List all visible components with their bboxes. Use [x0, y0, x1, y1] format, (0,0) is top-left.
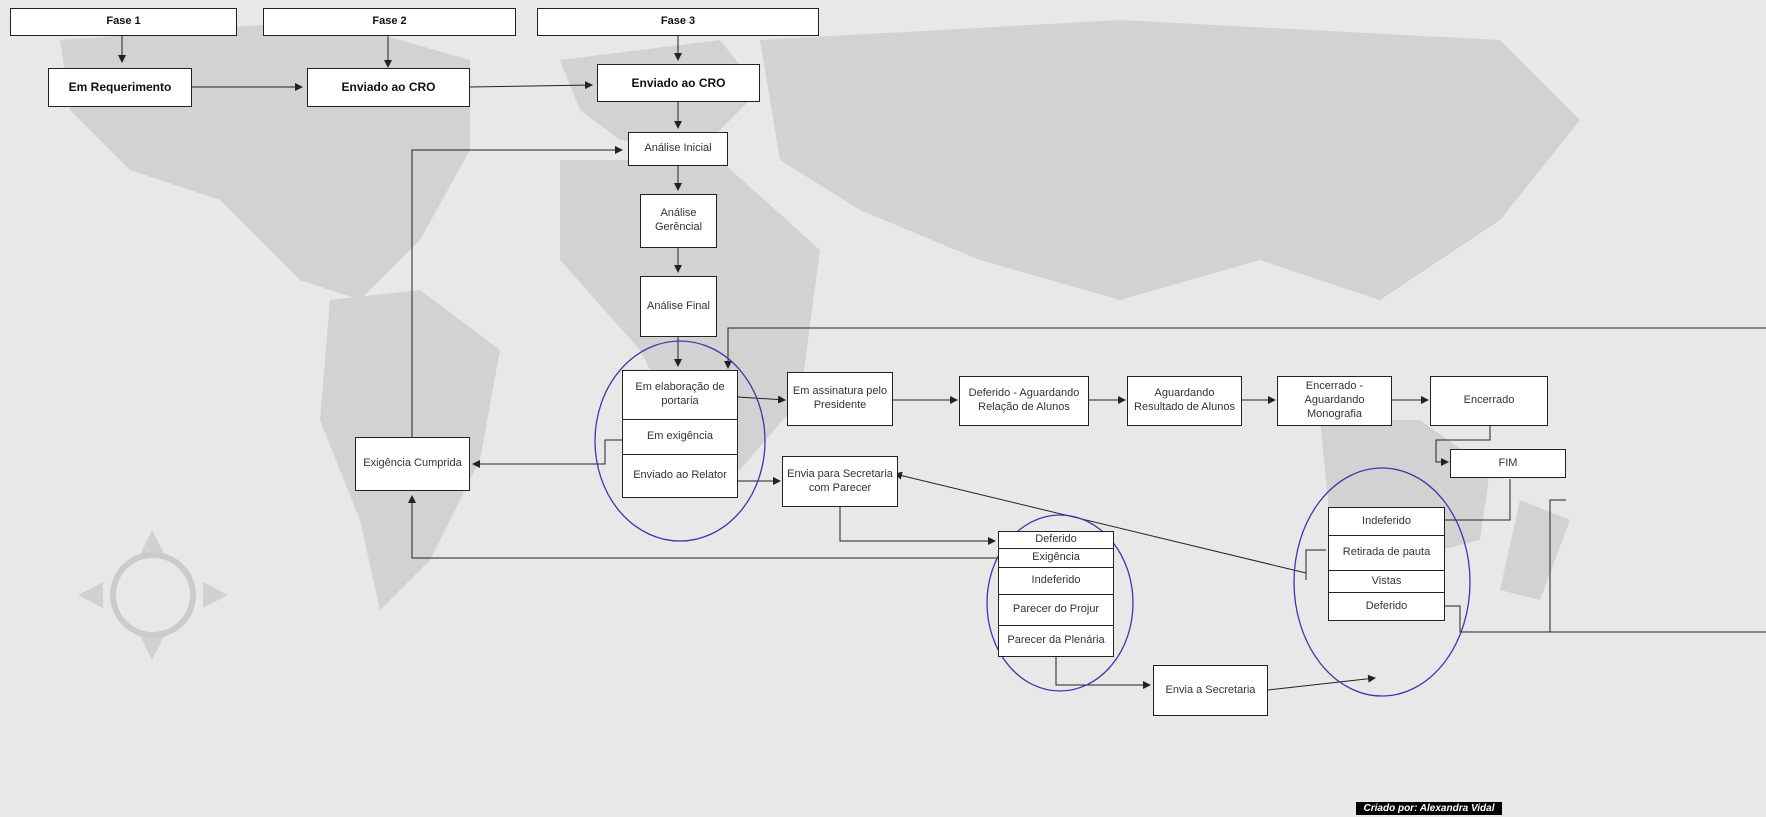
- node-analise-final: Análise Final: [640, 276, 717, 337]
- node-enviado-cro-2: Enviado ao CRO: [597, 64, 760, 102]
- node-deferido-b: Deferido: [1328, 592, 1445, 621]
- node-deferido-a: Deferido: [998, 531, 1114, 549]
- node-envia-secretaria-parecer: Envia para Secretaria com Parecer: [782, 456, 898, 507]
- node-encerrado-aguardando: Encerrado - Aguardando Monografia: [1277, 376, 1392, 426]
- author-credit: Criado por: Alexandra Vidal: [1356, 802, 1502, 815]
- node-enviado-cro-1: Enviado ao CRO: [307, 68, 470, 107]
- node-enviado-relator: Enviado ao Relator: [622, 454, 738, 498]
- node-indeferido-b: Indeferido: [1328, 507, 1445, 536]
- highlight-ellipses: [594, 340, 1471, 697]
- phase-3-header: Fase 3: [537, 8, 819, 36]
- node-em-exigencia: Em exigência: [622, 419, 738, 455]
- phase-1-header: Fase 1: [10, 8, 237, 36]
- node-aguardando-resultado: Aguardando Resultado de Alunos: [1127, 376, 1242, 426]
- node-analise-gerencial: Análise Gerêncial: [640, 194, 717, 248]
- node-exigencia: Exigência: [998, 548, 1114, 568]
- node-parecer-projur: Parecer do Projur: [998, 594, 1114, 626]
- node-em-requerimento: Em Requerimento: [48, 68, 192, 107]
- node-em-assinatura: Em assinatura pelo Presidente: [787, 372, 893, 426]
- node-envia-secretaria: Envia a Secretaria: [1153, 665, 1268, 716]
- phase-2-header: Fase 2: [263, 8, 516, 36]
- node-retirada-pauta: Retirada de pauta: [1328, 535, 1445, 571]
- node-em-elaboracao: Em elaboração de portaria: [622, 370, 738, 420]
- node-encerrado: Encerrado: [1430, 376, 1548, 426]
- node-exigencia-cumprida: Exigência Cumprida: [355, 437, 470, 491]
- node-fim: FIM: [1450, 449, 1566, 478]
- node-indeferido-a: Indeferido: [998, 567, 1114, 595]
- node-parecer-plenaria: Parecer da Plenária: [998, 625, 1114, 657]
- node-vistas: Vistas: [1328, 570, 1445, 593]
- node-analise-inicial: Análise Inicial: [628, 132, 728, 166]
- node-deferido-aguardando: Deferido - Aguardando Relação de Alunos: [959, 376, 1089, 426]
